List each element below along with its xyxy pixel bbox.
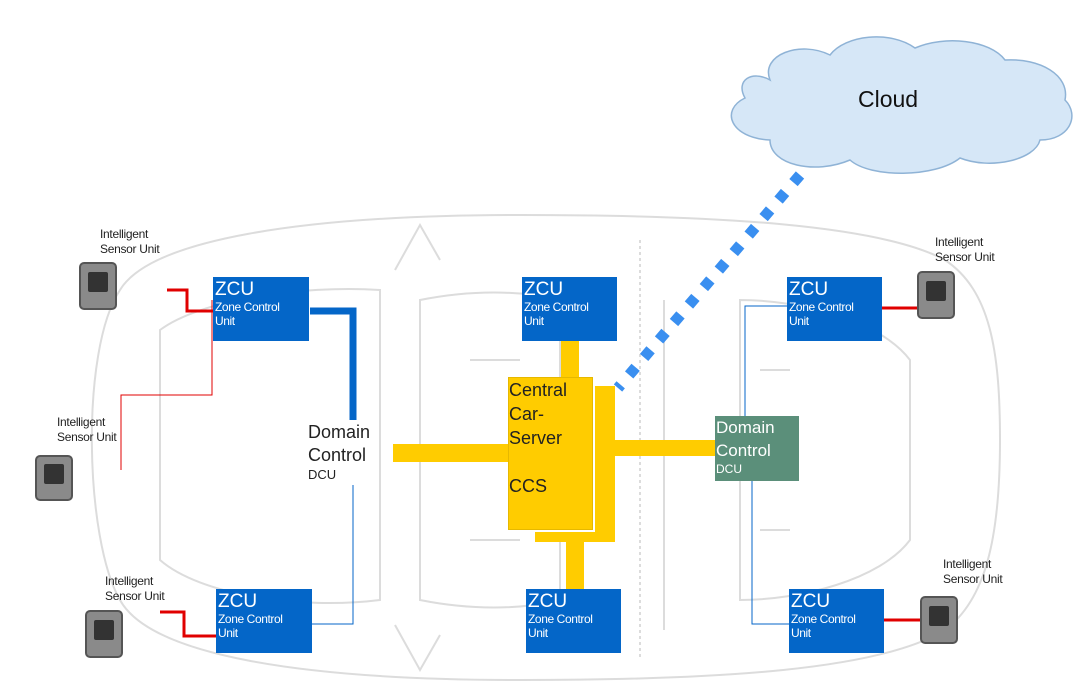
sensor-label-line2: Sensor Unit bbox=[935, 250, 995, 264]
zcu-subtitle-line2: Unit bbox=[791, 626, 811, 640]
dcu-line1: Domain bbox=[716, 418, 775, 437]
sensor-unit-icon bbox=[920, 596, 958, 644]
sensor-label-rear-right: Intelligent Sensor Unit bbox=[943, 557, 1003, 587]
zcu-subtitle-line1: Zone Control bbox=[791, 612, 856, 626]
ccs-line4: CCS bbox=[509, 476, 548, 496]
sensor-label-line1: Intelligent bbox=[57, 415, 106, 429]
ccs-line2: Car- bbox=[509, 404, 544, 424]
sensor-label-line1: Intelligent bbox=[100, 227, 149, 241]
zcu-title: ZCU bbox=[528, 591, 568, 612]
dcu-abbr: DCU bbox=[308, 467, 337, 482]
zcu-title: ZCU bbox=[791, 591, 831, 612]
sensor-label-front-right: Intelligent Sensor Unit bbox=[935, 235, 995, 265]
zcu-to-dcu-left-bus bbox=[310, 307, 357, 420]
sensor-label-rear-left: Intelligent Sensor Unit bbox=[105, 574, 165, 604]
zcu-front-center: ZCU Zone Control Unit bbox=[522, 277, 617, 341]
zcu-subtitle-line2: Unit bbox=[524, 314, 544, 328]
dcu-line1: Domain bbox=[308, 422, 371, 442]
zcu-subtitle-line2: Unit bbox=[528, 626, 548, 640]
domain-control-right: Domain Control DCU bbox=[715, 416, 799, 481]
dcu-abbr: DCU bbox=[716, 462, 742, 476]
zcu-subtitle-line2: Unit bbox=[215, 314, 235, 328]
ccs-line1: Central bbox=[509, 380, 568, 400]
zcu-subtitle-line1: Zone Control bbox=[215, 300, 280, 314]
dcu-line2: Control bbox=[308, 445, 367, 465]
ccs-backbone bbox=[393, 341, 716, 592]
dcu-line2: Control bbox=[716, 441, 771, 460]
sensor-label-line2: Sensor Unit bbox=[100, 242, 160, 256]
sensor-unit-icon bbox=[79, 262, 117, 310]
zcu-title: ZCU bbox=[524, 279, 564, 300]
sensor-label-line2: Sensor Unit bbox=[105, 589, 165, 603]
domain-control-left: Domain Control DCU bbox=[308, 421, 394, 487]
zcu-subtitle-line1: Zone Control bbox=[524, 300, 589, 314]
zcu-subtitle-line1: Zone Control bbox=[528, 612, 593, 626]
sensor-label-front: Intelligent Sensor Unit bbox=[57, 415, 117, 445]
zcu-rear-center: ZCU Zone Control Unit bbox=[526, 589, 621, 653]
zcu-title: ZCU bbox=[789, 279, 829, 300]
zcu-subtitle-line2: Unit bbox=[789, 314, 809, 328]
central-car-server: Central Car- Server CCS bbox=[508, 377, 593, 530]
zcu-title: ZCU bbox=[218, 591, 258, 612]
dcu-left-to-zcu-bottom-line bbox=[312, 485, 354, 625]
sensor-label-line2: Sensor Unit bbox=[57, 430, 117, 444]
dcu-right-to-zcu-top-line bbox=[744, 305, 789, 416]
zcu-subtitle-line1: Zone Control bbox=[789, 300, 854, 314]
dcu-right-to-zcu-bottom-line bbox=[751, 481, 791, 625]
zcu-subtitle-line2: Unit bbox=[218, 626, 238, 640]
sensor-label-line1: Intelligent bbox=[943, 557, 992, 571]
sensor-unit-icon bbox=[917, 271, 955, 319]
sensor-label-line1: Intelligent bbox=[105, 574, 154, 588]
zcu-rear-left: ZCU Zone Control Unit bbox=[216, 589, 312, 653]
cloud-label: Cloud bbox=[858, 86, 919, 112]
sensor-label-line2: Sensor Unit bbox=[943, 572, 1003, 586]
sensor-label-front-left: Intelligent Sensor Unit bbox=[100, 227, 160, 257]
zcu-subtitle-line1: Zone Control bbox=[218, 612, 283, 626]
sensor-unit-icon bbox=[35, 455, 73, 501]
cloud-shape bbox=[730, 36, 1073, 174]
sensor-label-line1: Intelligent bbox=[935, 235, 984, 249]
zcu-front-right: ZCU Zone Control Unit bbox=[787, 277, 882, 341]
ccs-line3: Server bbox=[509, 428, 563, 448]
cloud-link-line bbox=[613, 171, 805, 392]
zcu-rear-right: ZCU Zone Control Unit bbox=[789, 589, 884, 653]
zcu-front-left: ZCU Zone Control Unit bbox=[213, 277, 309, 341]
sensor-unit-icon bbox=[85, 610, 123, 658]
zcu-title: ZCU bbox=[215, 279, 255, 300]
